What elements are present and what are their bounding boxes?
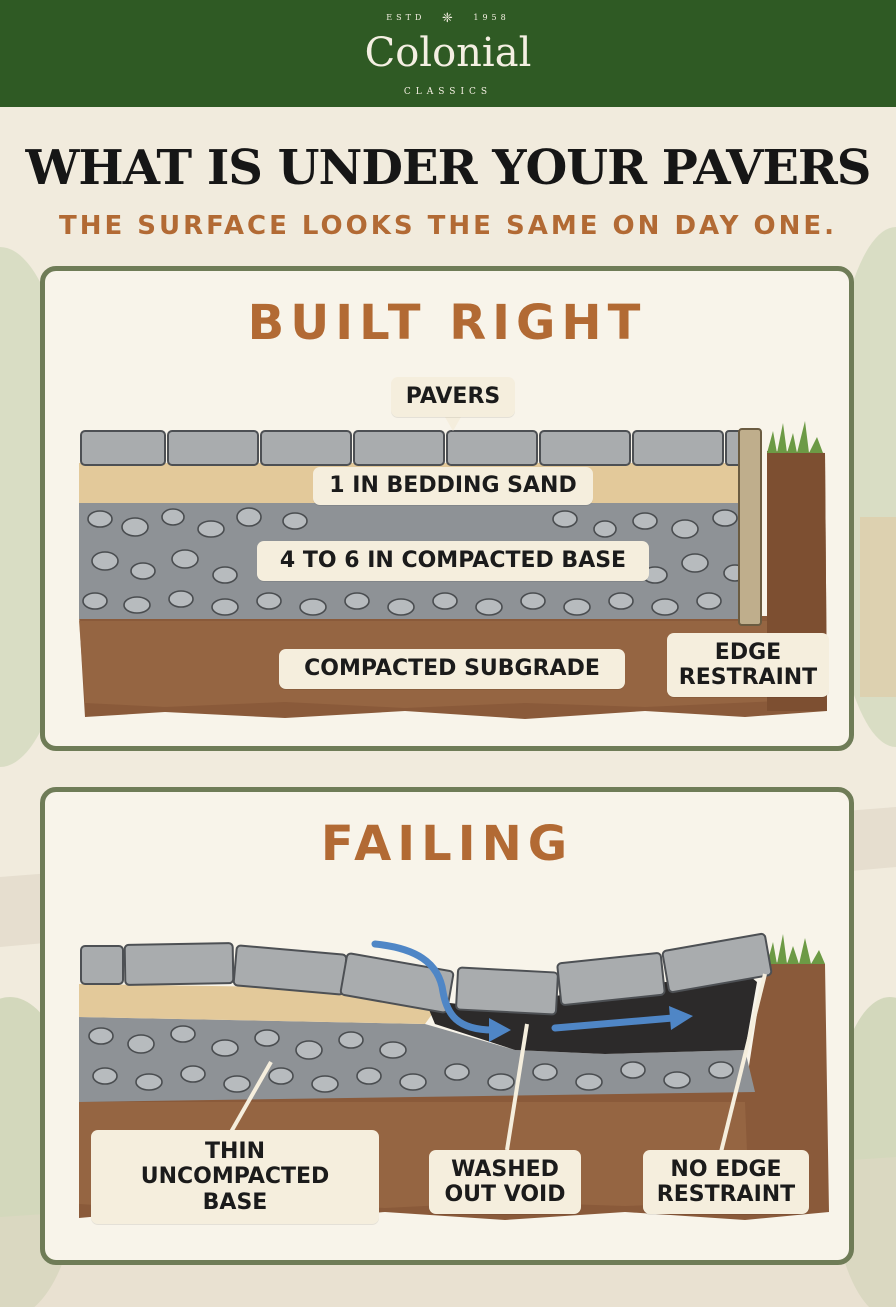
gravel-stones-failing bbox=[88, 1025, 734, 1093]
estd-year: 1958 bbox=[473, 13, 510, 22]
page-title: WHAT IS UNDER YOUR PAVERS bbox=[25, 140, 872, 196]
failing-heading: FAILING bbox=[320, 816, 574, 872]
label-thin-uncompacted-base: THIN UNCOMPACTED BASE bbox=[91, 1130, 379, 1224]
label-no-edge-restraint: NO EDGE RESTRAINT bbox=[643, 1150, 809, 1214]
built-right-panel: BUILT RIGHT PAVERS 1 IN BEDDING SAND 4 T… bbox=[40, 266, 854, 751]
label-compacted-subgrade: COMPACTED SUBGRADE bbox=[279, 649, 625, 689]
label-bedding-sand: 1 IN BEDDING SAND bbox=[313, 467, 593, 505]
failing-panel: FAILING THIN UNCOMPACTED BASE WASHED OUT… bbox=[40, 787, 854, 1265]
estd-label: ESTD bbox=[386, 13, 426, 22]
brand-subtitle: CLASSICS bbox=[403, 87, 493, 97]
label-pavers: PAVERS bbox=[391, 377, 515, 417]
page-subtitle: THE SURFACE LOOKS THE SAME ON DAY ONE. bbox=[58, 211, 838, 241]
label-edge-restraint: EDGE RESTRAINT bbox=[667, 633, 829, 697]
label-washed-out-void: WASHED OUT VOID bbox=[429, 1150, 581, 1214]
edge-restraint-strip bbox=[738, 428, 762, 626]
water-flow-arrow-icon bbox=[371, 940, 677, 1034]
sunken-paver-row bbox=[80, 932, 773, 1016]
brand-header: ESTD ❈ 1958 Colonial CLASSICS bbox=[0, 0, 896, 107]
leader-lines bbox=[229, 973, 767, 1153]
paver-row bbox=[80, 430, 751, 466]
label-compacted-base: 4 TO 6 IN COMPACTED BASE bbox=[257, 541, 649, 581]
estd-line: ESTD ❈ 1958 bbox=[0, 11, 896, 26]
built-right-heading: BUILT RIGHT bbox=[247, 295, 647, 351]
ornament-icon: ❈ bbox=[441, 11, 457, 26]
brand-name: Colonial bbox=[364, 30, 532, 76]
